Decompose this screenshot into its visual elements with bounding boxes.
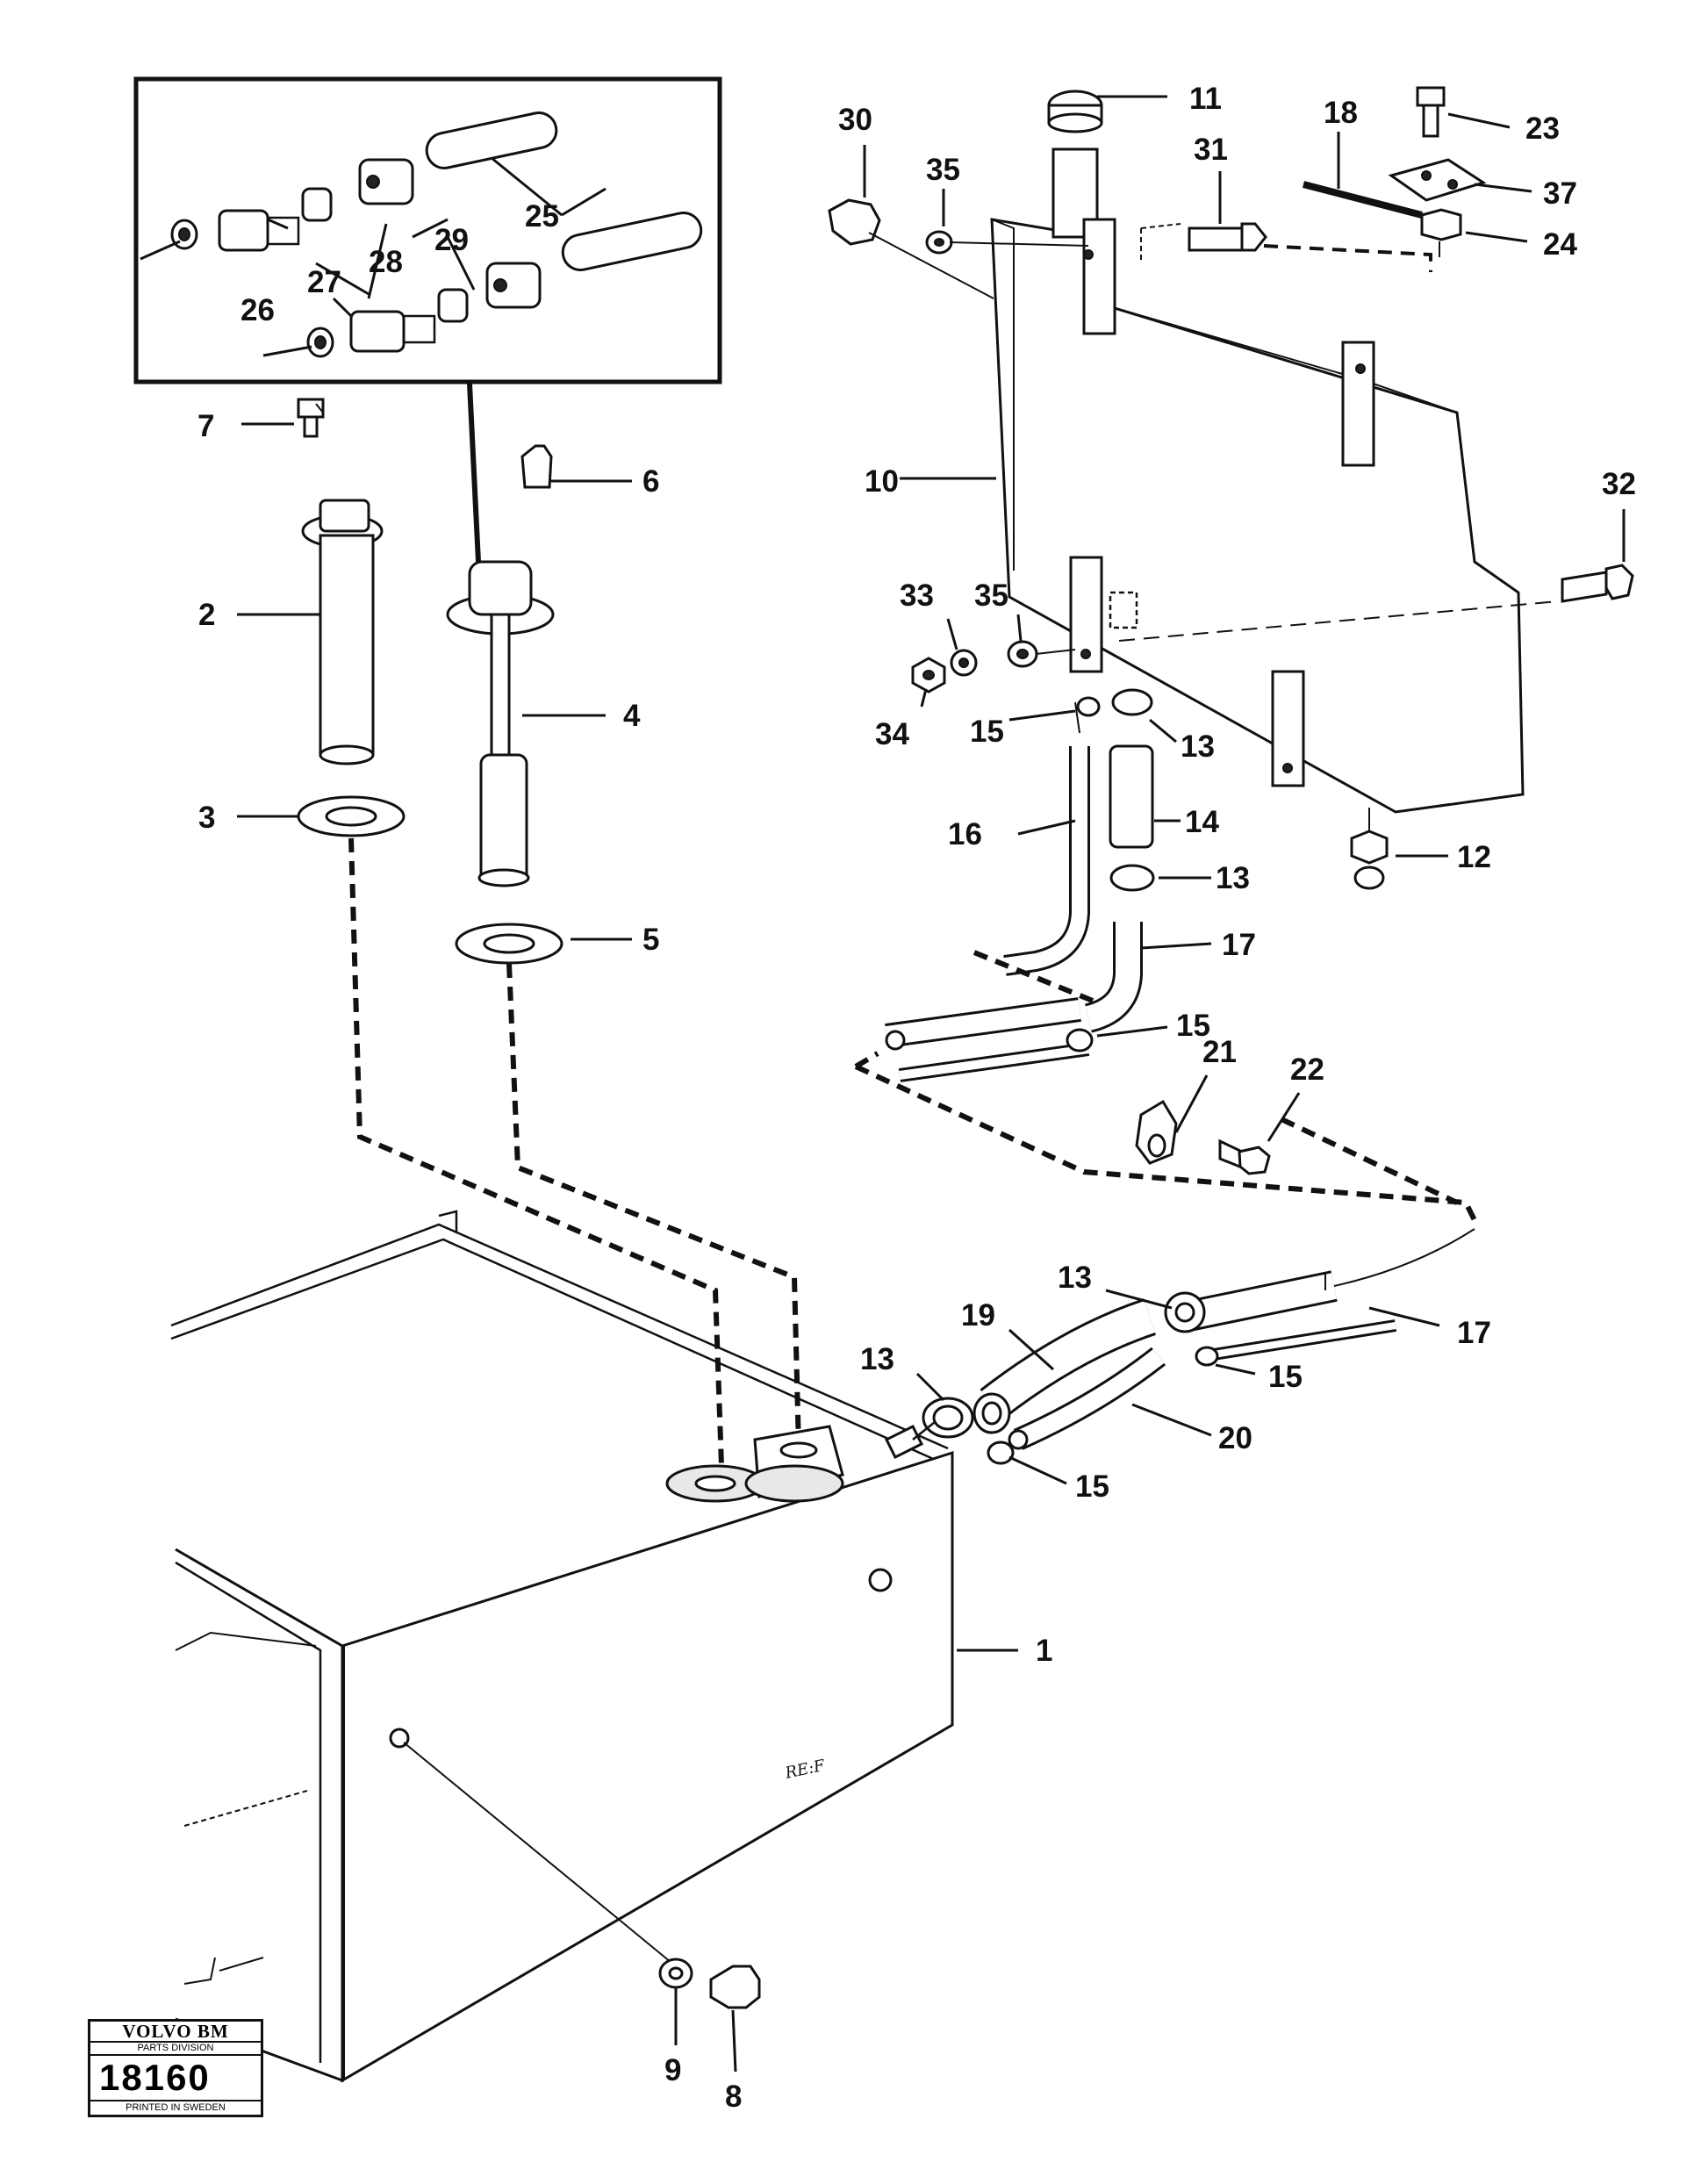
callout-21: 21 bbox=[1202, 1035, 1237, 1069]
callout-27: 27 bbox=[307, 265, 341, 299]
callout-17-b: 17 bbox=[1457, 1316, 1491, 1350]
level-sender bbox=[446, 444, 555, 887]
callout-15-d: 15 bbox=[1075, 1469, 1109, 1504]
callout-3: 3 bbox=[198, 801, 215, 835]
callout-10: 10 bbox=[865, 464, 899, 499]
hose-set-upper bbox=[1003, 688, 1155, 1033]
callout-29: 29 bbox=[434, 223, 469, 257]
callout-26: 26 bbox=[240, 293, 275, 327]
callout-35-upper: 35 bbox=[926, 153, 960, 187]
callout-1: 1 bbox=[1036, 1634, 1052, 1668]
callout-19: 19 bbox=[961, 1298, 995, 1333]
callout-25: 25 bbox=[525, 199, 559, 233]
callout-23: 23 bbox=[1525, 111, 1560, 146]
callout-31: 31 bbox=[1194, 133, 1228, 167]
detail-inset bbox=[133, 76, 722, 384]
stamp-brand: VOLVO BM bbox=[90, 2022, 261, 2043]
callout-24: 24 bbox=[1543, 227, 1577, 262]
stamp-division: PARTS DIVISION bbox=[90, 2043, 261, 2056]
callout-33: 33 bbox=[900, 578, 934, 613]
callout-8: 8 bbox=[725, 2080, 742, 2114]
callout-22: 22 bbox=[1290, 1052, 1324, 1087]
callout-30: 30 bbox=[838, 103, 872, 137]
callout-15-a: 15 bbox=[970, 715, 1004, 749]
callout-6: 6 bbox=[642, 464, 659, 499]
callout-15-b: 15 bbox=[1176, 1009, 1210, 1043]
stamp-printed: PRINTED IN SWEDEN bbox=[90, 2100, 261, 2114]
callout-13-a: 13 bbox=[1181, 729, 1215, 764]
callout-9: 9 bbox=[664, 2053, 681, 2087]
callout-12: 12 bbox=[1457, 840, 1491, 874]
callout-4: 4 bbox=[623, 699, 641, 733]
callout-18: 18 bbox=[1324, 96, 1358, 130]
gasket-5 bbox=[455, 923, 563, 965]
callout-13-c: 13 bbox=[1058, 1261, 1092, 1295]
callout-37: 37 bbox=[1543, 176, 1577, 211]
callout-11: 11 bbox=[1189, 82, 1222, 116]
drawing-stamp: VOLVO BM PARTS DIVISION 18160 PRINTED IN… bbox=[88, 2019, 263, 2117]
pipe-pair bbox=[885, 997, 1094, 1082]
callout-35-lower: 35 bbox=[974, 578, 1008, 613]
callout-16: 16 bbox=[948, 817, 982, 851]
callout-34: 34 bbox=[875, 717, 909, 751]
fuel-tank bbox=[170, 1210, 954, 2083]
expansion-tank bbox=[990, 90, 1525, 890]
callout-14: 14 bbox=[1185, 805, 1219, 839]
callout-13-b: 13 bbox=[1216, 861, 1250, 895]
callout-17-a: 17 bbox=[1222, 928, 1256, 962]
callout-15-c: 15 bbox=[1268, 1360, 1303, 1394]
callout-28: 28 bbox=[369, 245, 403, 279]
callout-32: 32 bbox=[1602, 467, 1636, 501]
callout-5: 5 bbox=[642, 923, 659, 957]
callout-7: 7 bbox=[197, 409, 214, 443]
callout-20: 20 bbox=[1218, 1421, 1252, 1455]
hose-set-lower bbox=[912, 1228, 1475, 1465]
callout-13-d: 13 bbox=[860, 1342, 894, 1376]
stamp-number: 18160 bbox=[99, 2057, 211, 2098]
gasket-3 bbox=[297, 795, 406, 837]
fuel-gauge-sender bbox=[297, 398, 384, 765]
callout-2: 2 bbox=[198, 598, 215, 632]
